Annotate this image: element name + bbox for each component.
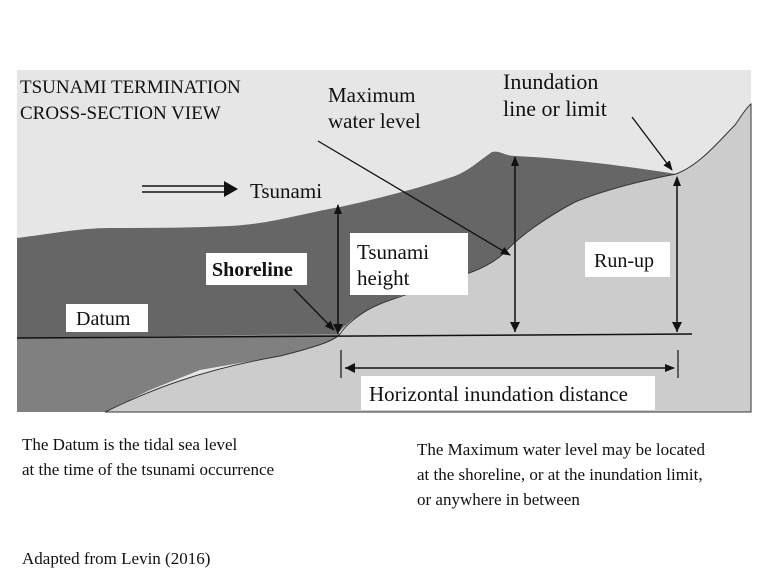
tsunami-water-body [17,151,676,338]
tsunami-direction-arrow-icon [142,181,238,197]
max-water-note-line2: at the shoreline, or at the inundation l… [417,465,703,484]
datum-label: Datum [76,308,131,330]
horizontal-inundation-label: Horizontal inundation distance [369,382,628,406]
inundation-label-line1: Inundation [503,69,598,94]
max-water-level-arrow-bottom-head [510,322,520,332]
datum-label-box [66,304,148,332]
source-credit: Adapted from Levin (2016) [22,549,211,568]
shoreline-label-box [206,253,307,285]
horizontal-label-box [361,376,655,410]
inundation-label-line2: line or limit [503,96,607,121]
diagram-title-line2: CROSS-SECTION VIEW [20,103,221,124]
run-up-label-box [585,242,670,277]
run-up-label: Run-up [594,250,654,272]
diagram-title-line1: TSUNAMI TERMINATION [20,77,241,98]
max-water-level-label-line2: water level [328,109,421,133]
max-water-note: The Maximum water level may be located a… [417,437,705,512]
run-up-arrow-bottom-head [672,322,682,332]
max-water-level-label-line1: Maximum [328,83,416,107]
inundation-leader [631,116,673,171]
tsunami-height-label-line1: Tsunami [357,240,429,264]
shoreline-leader [293,288,335,331]
datum-note: The Datum is the tidal sea level at the … [22,432,274,482]
horizontal-inundation-arrow-left-head [345,363,355,373]
datum-note-line2: at the time of the tsunami occurrence [22,460,275,479]
tsunami-height-label-line2: height [357,266,410,290]
datum-line [16,333,693,339]
max-water-leader [317,140,511,256]
datum-note-line1: The Datum is the tidal sea level [22,435,238,454]
tsunami-height-arrow-bottom-head [333,324,343,334]
shoreline-label: Shoreline [212,259,293,281]
max-water-note-line1: The Maximum water level may be located [417,440,705,459]
max-water-note-line3: or anywhere in between [417,490,580,509]
tsunami-height-label-box [350,233,468,295]
tsunami-label: Tsunami [250,179,322,203]
sea-region [17,334,345,412]
